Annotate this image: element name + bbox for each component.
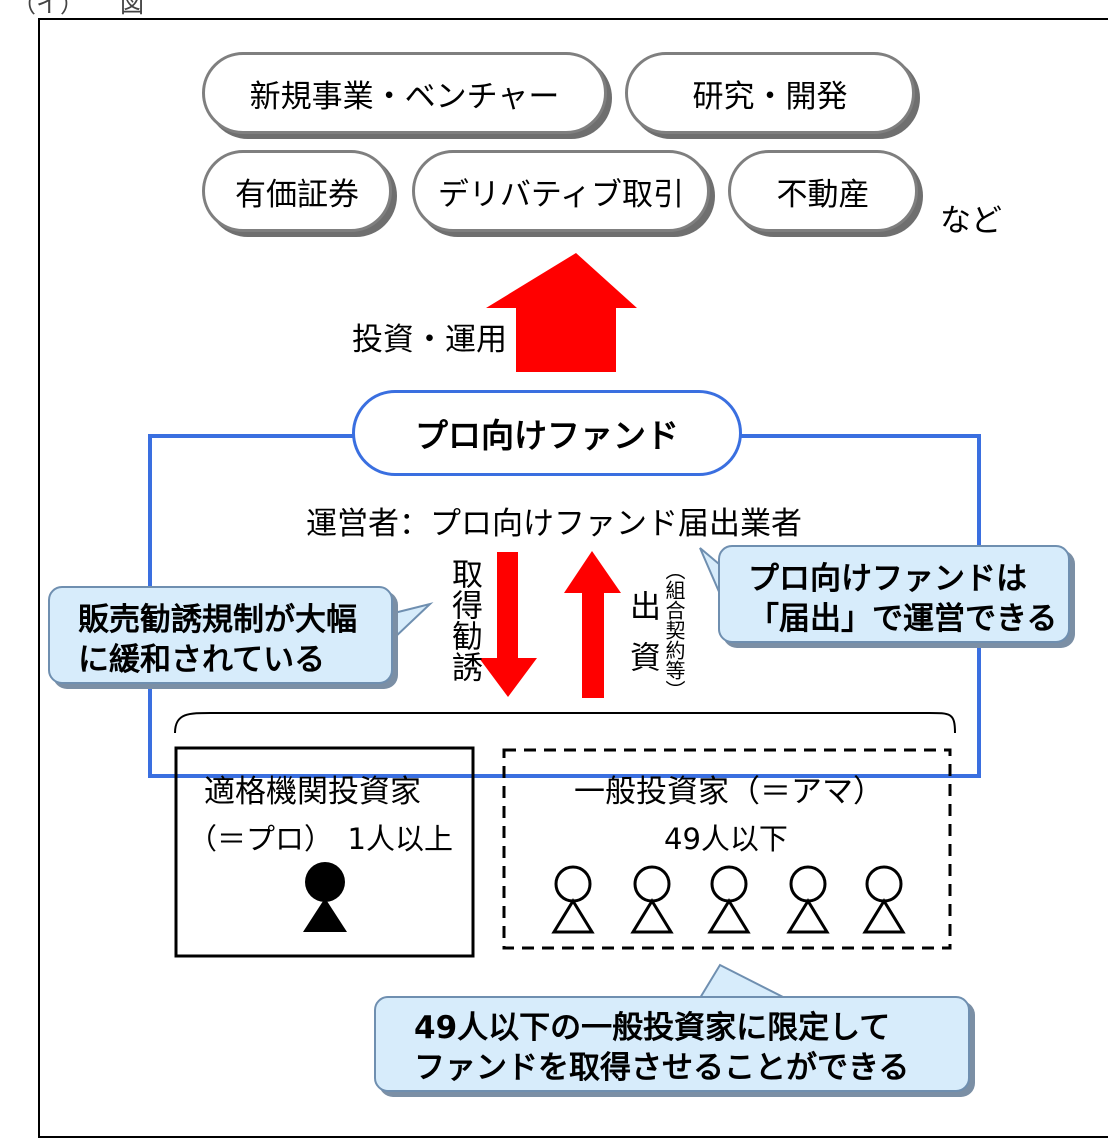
qualified-investor-detail: （＝プロ） 1人以上 <box>188 822 453 856</box>
invest-operate-label: 投資・運用 <box>352 322 507 358</box>
general-investor-icon <box>630 865 674 934</box>
callout-bottom-line: ファンドを取得させることができる <box>414 1050 910 1086</box>
contribution-note: （組合契約等） <box>662 560 686 700</box>
general-investor-icon <box>707 865 751 934</box>
etc-label: など <box>940 203 1002 239</box>
callout-regulation-relaxed: 販売勧誘規制が大幅 に緩和されている <box>48 586 393 684</box>
target-research-development: 研究・開発 <box>625 52 915 134</box>
figure-header-label: （イ） 図 <box>12 0 144 18</box>
general-investor-icon <box>786 865 830 934</box>
callout-left-tail <box>388 602 434 643</box>
target-securities: 有価証券 <box>202 150 392 232</box>
callout-right-line: プロ向けファンドは <box>748 561 1027 597</box>
fund-operator-label: 運営者：プロ向けファンド届出業者 <box>306 506 802 542</box>
solicitation-label: 取得勧誘 <box>446 558 482 682</box>
contribution-label: 出資 <box>624 590 660 692</box>
qualified-investor-title: 適格機関投資家 <box>204 774 421 810</box>
callout-limited-general-investors: 49人以下の一般投資家に限定して ファンドを取得させることができる <box>374 996 970 1092</box>
general-investor-icon <box>862 865 906 934</box>
target-real-estate: 不動産 <box>728 150 918 232</box>
general-investor-icon <box>551 865 595 934</box>
contribution-arrow <box>564 551 621 698</box>
investor-group-bracket <box>174 711 956 734</box>
callout-bottom-tail <box>698 963 786 999</box>
professional-fund-title: プロ向けファンド <box>352 390 742 476</box>
general-investor-count: 49人以下 <box>664 822 788 856</box>
general-investor-title: 一般投資家（＝アマ） <box>574 774 884 810</box>
qualified-investor-box <box>174 746 475 958</box>
callout-notification-operation: プロ向けファンドは 「届出」で運営できる <box>718 545 1070 643</box>
callout-right-line: 「届出」で運営できる <box>748 601 1058 637</box>
target-derivatives: デリバティブ取引 <box>412 150 710 232</box>
callout-bottom-line: 49人以下の一般投資家に限定して <box>414 1010 891 1046</box>
callout-left-line: 販売勧誘規制が大幅 <box>78 602 357 638</box>
pro-investor-icon <box>303 862 347 932</box>
callout-left-line: に緩和されている <box>78 642 326 678</box>
solicitation-arrow <box>479 552 537 697</box>
target-new-business-venture: 新規事業・ベンチャー <box>202 52 607 134</box>
invest-arrow <box>486 253 637 372</box>
general-investor-box <box>502 748 952 950</box>
